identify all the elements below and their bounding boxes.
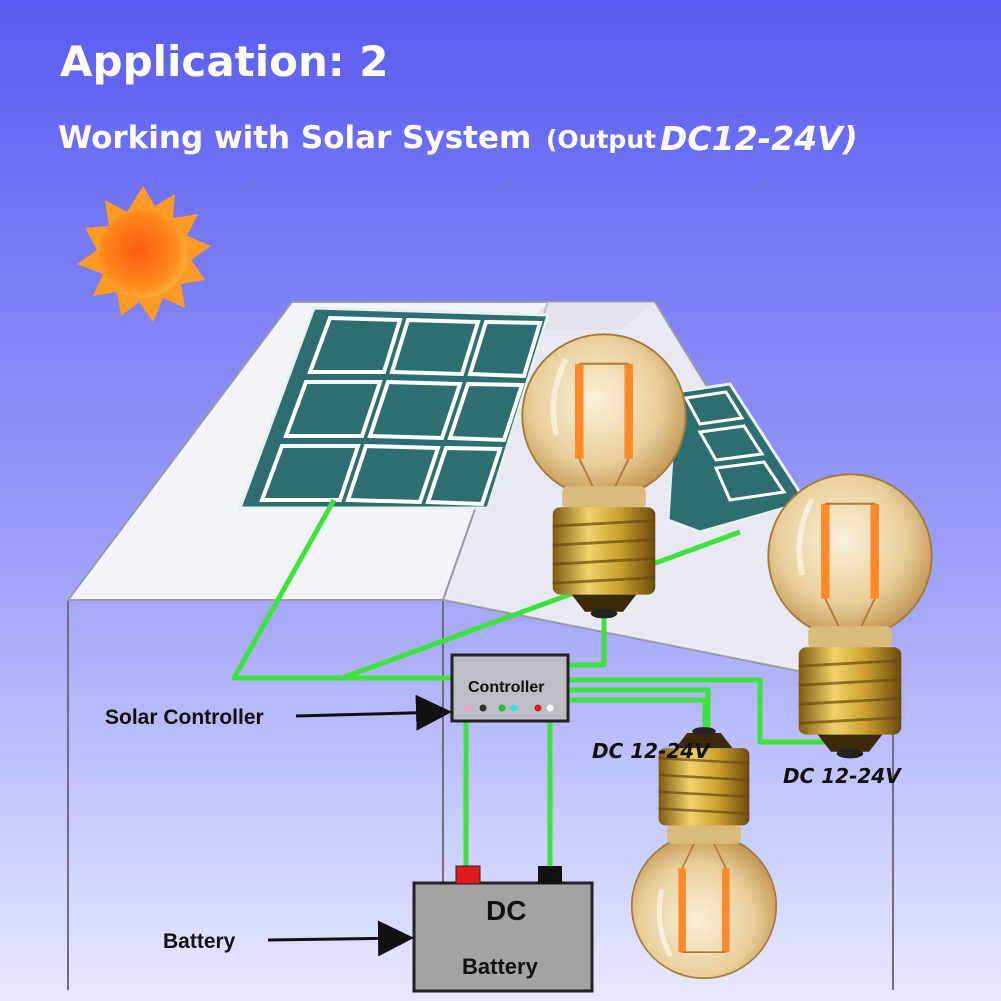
solar-panel-secondary (666, 382, 809, 534)
subtitle-line: Working with Solar System (Output DC12-2… (58, 119, 858, 158)
solar-controller-label: Solar Controller (105, 706, 264, 729)
arrow-right-icon (267, 920, 414, 957)
controller-indicator-leds (464, 704, 554, 712)
output-prefix: (Output (546, 125, 656, 154)
solar-controller-pointer: Solar Controller (105, 694, 452, 731)
solar-controller-box: Controller (450, 653, 570, 723)
subtitle-text: Working with Solar System (58, 120, 531, 156)
bulb-voltage-label-right: DC 12-24V (783, 764, 902, 788)
battery-pointer-label: Battery (163, 930, 236, 953)
arrow-right-icon (295, 694, 452, 731)
battery-dc-label: DC (486, 895, 526, 926)
wiring (231, 498, 835, 870)
battery-pointer: Battery (163, 920, 414, 957)
page-title: Application: 2 (60, 37, 389, 86)
output-voltage: DC12-24V) (660, 119, 858, 158)
battery-terminal-negative (538, 866, 562, 884)
bulb-voltage-label-left: DC 12-24V (592, 739, 711, 763)
battery-name-label: Battery (462, 954, 539, 979)
sun-icon (77, 186, 211, 322)
controller-box-label: Controller (468, 679, 544, 696)
battery-terminal-positive (455, 865, 481, 885)
battery-icon: DC Battery (412, 865, 594, 993)
solar-panel-icon (237, 306, 551, 510)
